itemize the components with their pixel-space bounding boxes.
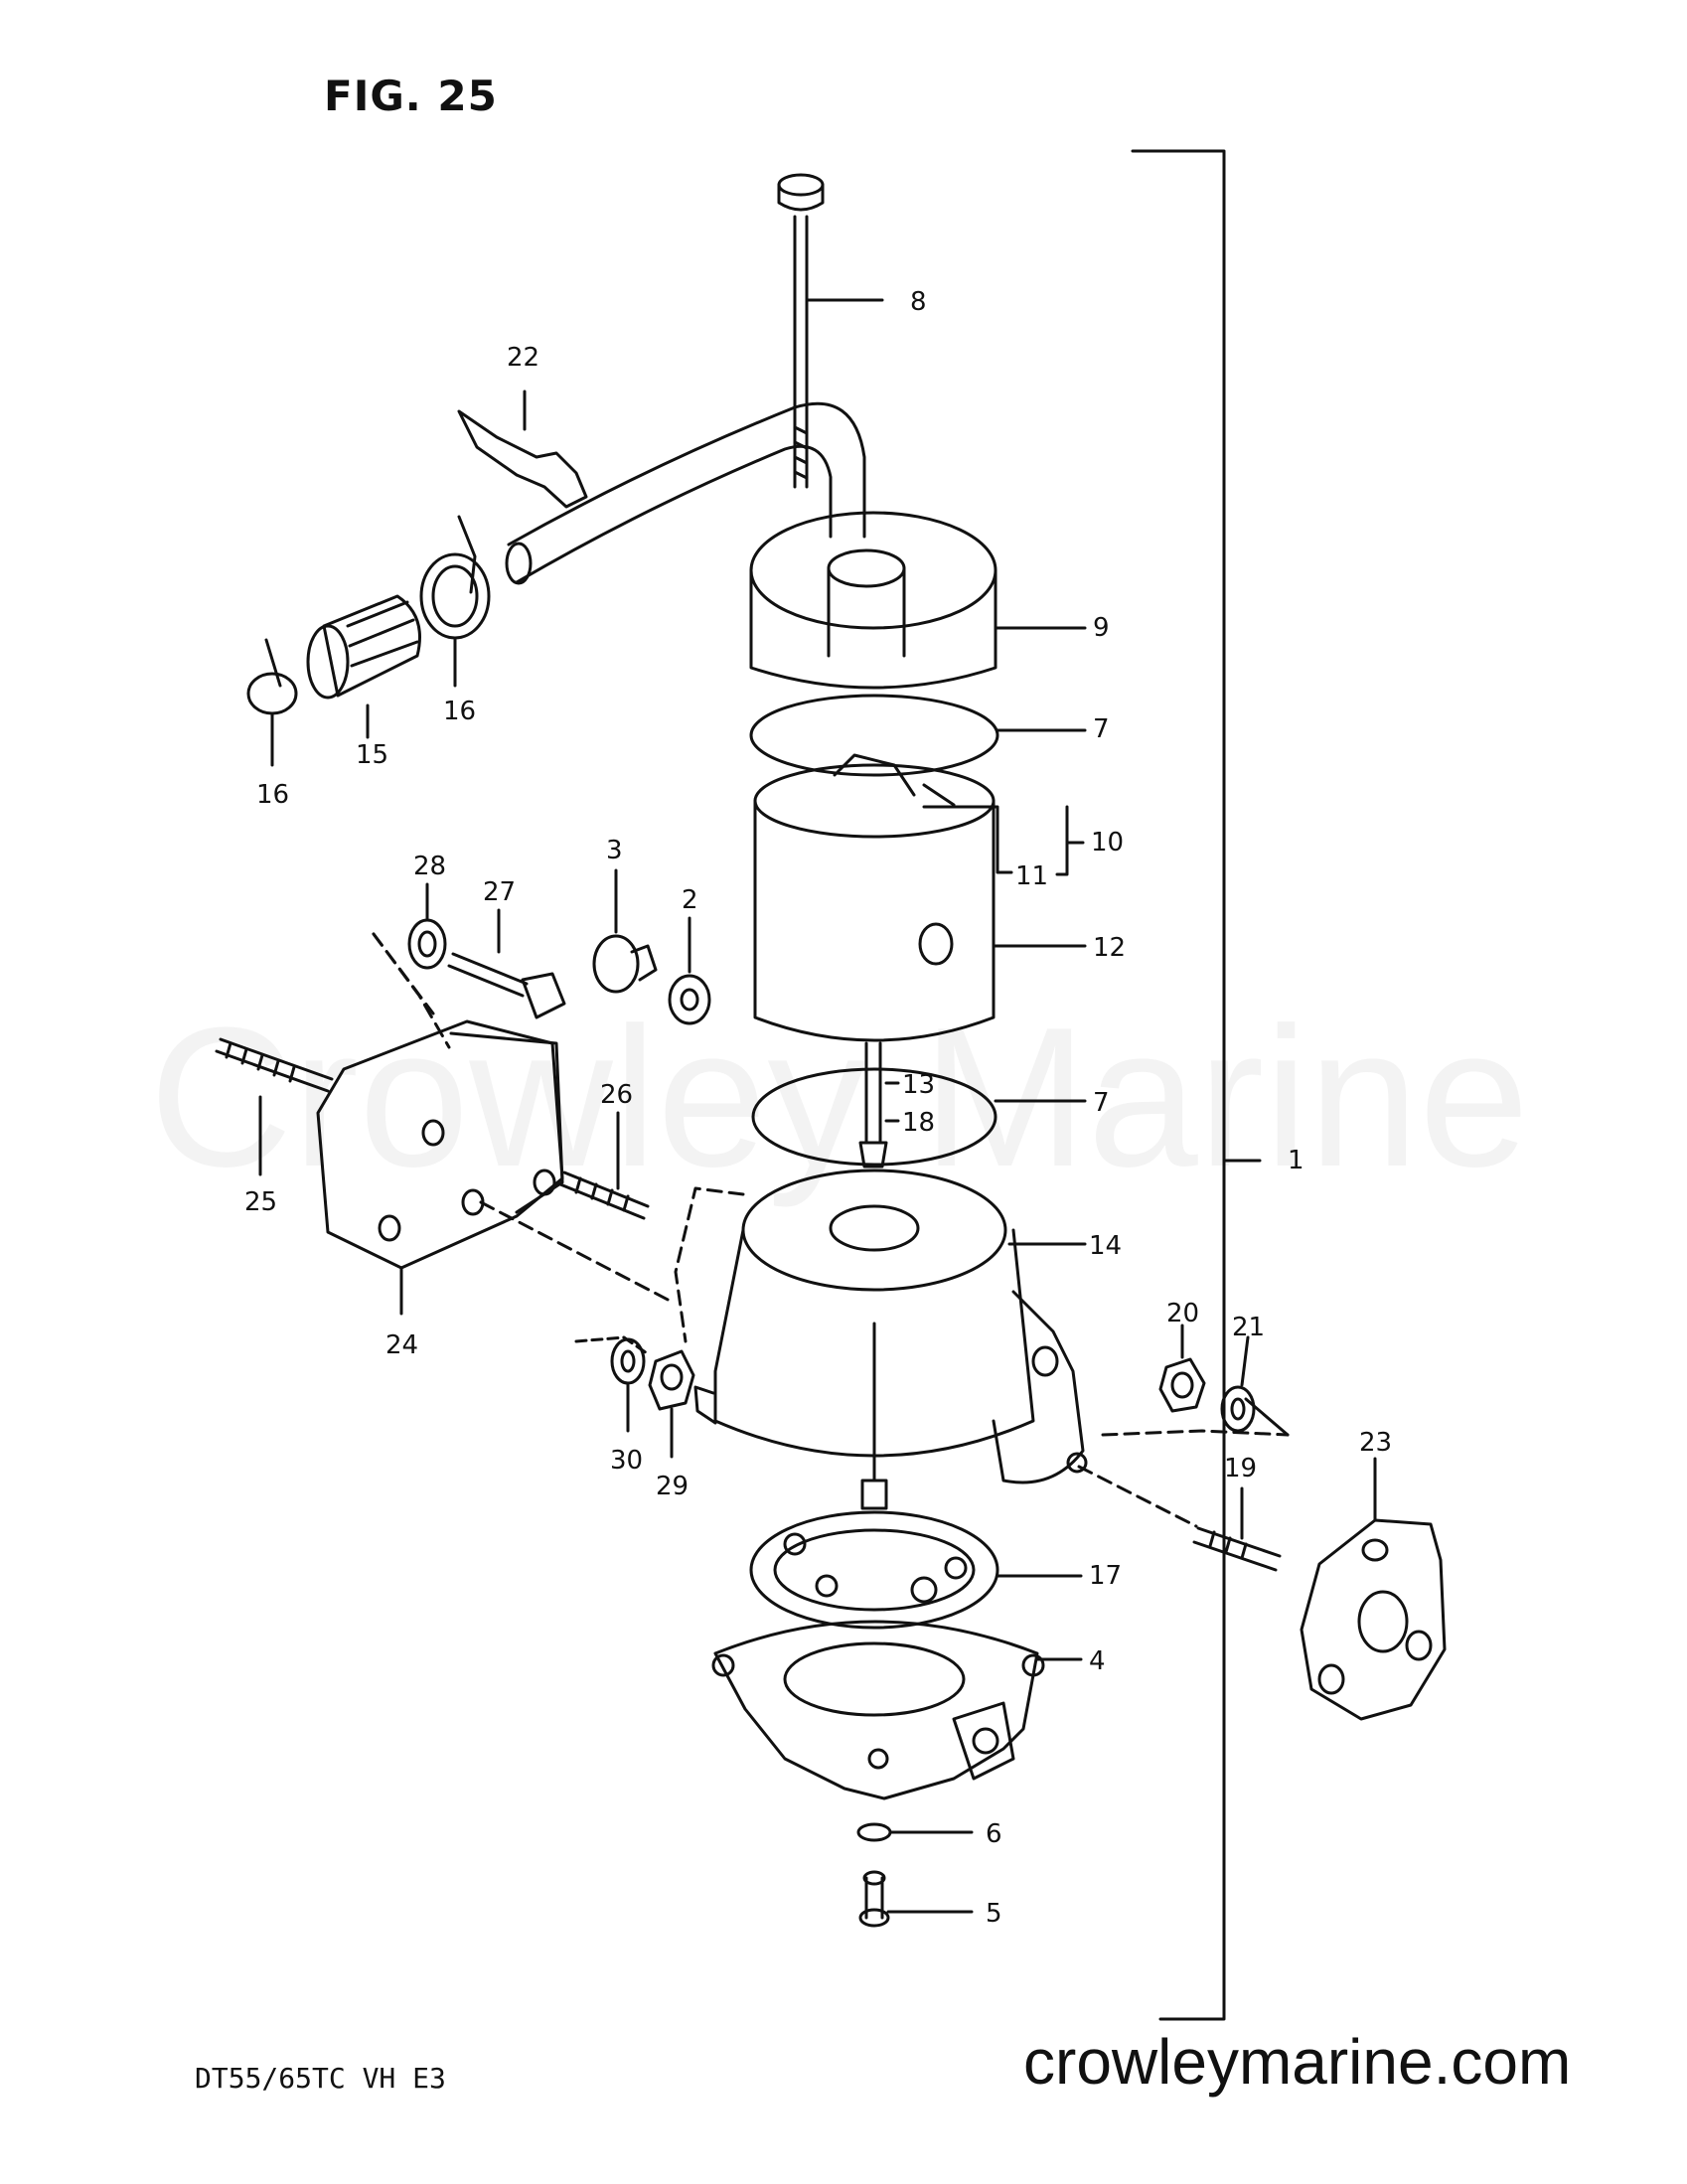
label-1: 1 [1288,1146,1304,1175]
part-armature-shaft [858,1041,900,1169]
label-27: 27 [483,877,516,907]
assembly-bracket [1131,149,1262,2021]
label-24: 24 [385,1330,418,1360]
part-bracket-plate-right [1300,1457,1447,1721]
part-pump-housing [674,1169,1088,1510]
label-9: 9 [1093,613,1110,643]
part-labels: 8 22 9 7 16 15 16 10 11 3 2 28 27 12 13 … [244,287,1392,1929]
label-6: 6 [986,1819,1002,1849]
label-17: 17 [1089,1561,1122,1591]
part-o-ring-lower [751,1067,1087,1167]
label-13: 13 [902,1070,935,1100]
label-20: 20 [1166,1299,1199,1328]
part-stud-19 [1077,1465,1282,1572]
label-4: 4 [1089,1646,1106,1676]
part-end-cover [711,1620,1083,1800]
part-boot-clamps [246,515,491,767]
part-motor-cap [749,511,1087,690]
part-gasket [749,1510,1083,1630]
label-26: 26 [600,1080,633,1110]
part-washer-nut-left [574,1335,695,1459]
label-12: 12 [1093,933,1126,963]
label-3: 3 [606,836,623,865]
part-o-ring-top [749,694,1087,777]
part-plug-washer [592,868,711,1025]
label-21: 21 [1232,1313,1265,1342]
label-19: 19 [1224,1454,1257,1483]
part-nut-washer-right [1101,1324,1290,1437]
label-11: 11 [1015,861,1048,891]
site-url: crowleymarine.com [1023,2026,1572,2098]
label-2: 2 [682,885,698,915]
part-clip [457,390,588,509]
label-28: 28 [413,852,446,881]
part-hose [505,401,866,585]
label-16b: 16 [256,780,289,810]
label-5: 5 [986,1899,1002,1929]
label-30: 30 [610,1446,643,1476]
part-motor-yoke [753,799,1087,1042]
label-7b: 7 [1093,1088,1110,1118]
part-bracket-plate-left [316,932,674,1316]
label-7a: 7 [1093,714,1110,744]
part-bolt [777,173,884,489]
label-25: 25 [244,1187,277,1217]
part-washer-screw [856,1822,974,1928]
label-10: 10 [1091,828,1124,858]
part-stud-25 [215,1037,334,1176]
part-bolt-27-washer-28 [407,882,566,1019]
figure-title: FIG. 25 [324,72,498,120]
model-code: DT55/65TC VH E3 [195,2062,446,2095]
label-8: 8 [910,287,927,317]
label-14: 14 [1089,1231,1122,1261]
label-23: 23 [1359,1428,1392,1458]
label-18: 18 [902,1108,935,1138]
label-16a: 16 [443,697,476,726]
label-29: 29 [656,1472,689,1501]
label-15: 15 [356,740,388,770]
part-stud-26 [558,1111,650,1220]
label-22: 22 [507,343,539,373]
